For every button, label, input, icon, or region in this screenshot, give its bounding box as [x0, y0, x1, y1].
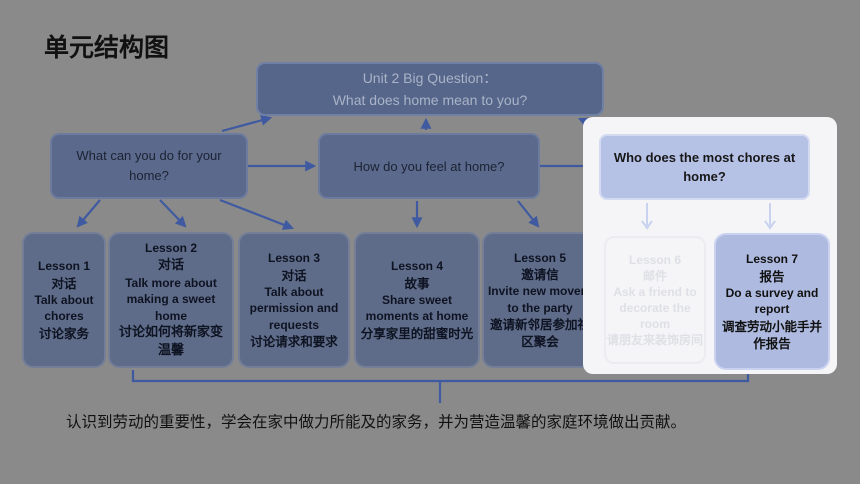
lesson-type: 对话 [281, 267, 307, 283]
lesson-card-6: Lesson 6 邮件 Ask a friend to decorate the… [604, 236, 706, 364]
lesson-goal-cn: 讨论请求和要求 [250, 334, 338, 349]
lesson-goal-cn: 讨论家务 [38, 325, 89, 341]
question-box-3: Who does the most chores at home? [599, 134, 810, 200]
lesson-card-2: Lesson 2 对话 Talk more about making a swe… [108, 232, 234, 368]
lesson-type: 邀请信 [521, 267, 559, 283]
big-question-line1: Unit 2 Big Question： [362, 70, 498, 86]
lesson-title: Lesson 6 [628, 253, 682, 267]
summary-text: 认识到劳动的重要性，学会在家中做力所能及的家务，并为营造温馨的家庭环境做出贡献。 [66, 413, 687, 431]
lesson-card-7: Lesson 7 报告 Do a survey and report 调查劳动小… [714, 233, 830, 370]
lesson-goal-en: Talk about chores [34, 292, 94, 324]
lesson-card-5: Lesson 5 邀请信 Invite new movers to the pa… [482, 232, 598, 368]
lesson-goal-en: Talk about permission and requests [249, 284, 339, 332]
lesson-title: Lesson 2 [144, 241, 198, 255]
lesson-goal-cn: 邀请新邻居参加社区聚会 [489, 317, 590, 350]
lesson-title: Lesson 3 [267, 251, 321, 265]
lesson-title: Lesson 7 [745, 252, 799, 267]
question-1-text: What can you do for your home? [76, 148, 222, 183]
lesson-goal-en: Ask a friend to decorate the room [613, 285, 697, 331]
big-question-line2: What does home mean to you? [332, 92, 528, 108]
big-question-box: Unit 2 Big Question： What does home mean… [256, 62, 604, 116]
lesson-title: Lesson 1 [37, 259, 91, 274]
lesson-goal-cn: 讨论如何将新家变温馨 [118, 325, 223, 358]
lesson-type: 报告 [759, 268, 785, 284]
lesson-card-3: Lesson 3 对话 Talk about permission and re… [238, 232, 350, 368]
lesson-goal-en: Do a survey and report [725, 285, 819, 317]
lesson-goal-en: Invite new movers to the party [487, 284, 593, 315]
lesson-type: 故事 [404, 275, 430, 291]
question-box-1: What can you do for your home? [50, 133, 248, 199]
lesson-type: 邮件 [642, 269, 667, 283]
lesson-title: Lesson 5 [513, 250, 567, 265]
lesson-card-4: Lesson 4 故事 Share sweet moments at home … [354, 232, 480, 368]
lesson-card-1: Lesson 1 对话 Talk about chores 讨论家务 [22, 232, 106, 368]
lesson-goal-en: Talk more about making a sweet home [125, 275, 217, 323]
lesson-type: 对话 [51, 275, 77, 291]
lesson-type: 对话 [157, 257, 184, 273]
page-title: 单元结构图 [44, 33, 170, 62]
question-box-2: How do you feel at home? [318, 133, 540, 199]
question-2-text: How do you feel at home? [353, 158, 505, 174]
lesson-goal-en: Share sweet moments at home [365, 292, 469, 324]
lesson-goal-cn: 请朋友来装饰房间 [606, 333, 703, 347]
lesson-goal-cn: 分享家里的甜蜜时光 [360, 325, 474, 341]
lesson-title: Lesson 4 [390, 259, 444, 274]
lesson-goal-cn: 调查劳动小能手并作报告 [722, 318, 823, 351]
question-3-text: Who does the most chores at home? [613, 150, 796, 184]
